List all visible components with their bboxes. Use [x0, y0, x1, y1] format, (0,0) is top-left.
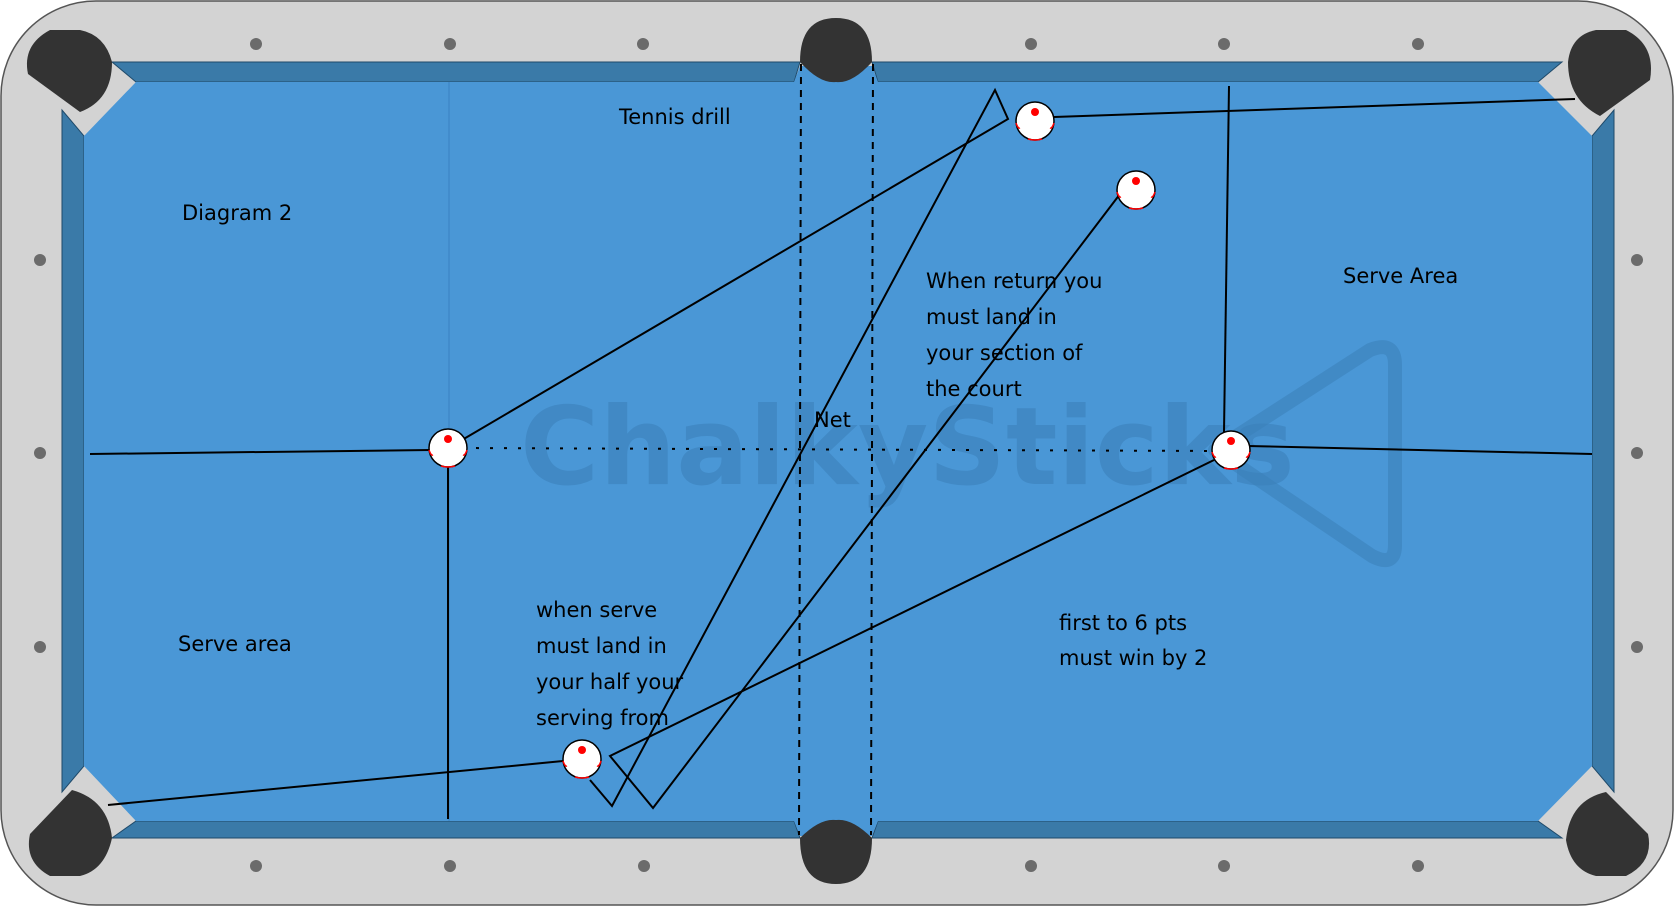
note-serve-line-1: when serve	[536, 598, 657, 622]
diamond-top-4	[1025, 38, 1037, 50]
shot-path-return	[608, 193, 1215, 810]
table-cloth	[84, 66, 1592, 836]
diamond-bottom-5	[1218, 860, 1230, 872]
diamond-left-2	[34, 447, 46, 459]
pocket-bottom-right	[1566, 792, 1650, 876]
diamond-right-3	[1631, 641, 1643, 653]
note-serve-line-4: serving from	[536, 706, 669, 730]
watermark-text: ChalkySticks	[520, 385, 1295, 510]
cushion-top-left	[110, 61, 801, 83]
zone-label-left-serve: Serve area	[178, 632, 292, 656]
note-return-line-4: the court	[926, 377, 1022, 401]
net-line-right	[870, 63, 874, 836]
diamond-right-1	[1631, 254, 1643, 266]
shot-path-serve	[461, 87, 1010, 808]
ball-right-center	[1211, 430, 1251, 470]
diamond-top-6	[1412, 38, 1424, 50]
cushion-left	[61, 108, 85, 794]
diamond-top-5	[1218, 38, 1230, 50]
net-line-left	[798, 63, 802, 836]
left-baseline-segment	[89, 449, 431, 455]
diamond-bottom-1	[250, 860, 262, 872]
ball-bottom-left	[562, 739, 602, 779]
diamond-top-1	[250, 38, 262, 50]
ball-top-near-net	[1015, 101, 1055, 141]
diamond-right-2	[1631, 447, 1643, 459]
pocket-bottom-left	[28, 790, 112, 876]
diagram-label: Diagram 2	[182, 201, 292, 225]
pocket-bottom-middle	[800, 819, 872, 884]
note-return-line-1: When return you	[926, 269, 1102, 293]
bottom-left-line	[107, 760, 564, 806]
note-return-line-2: must land in	[926, 305, 1057, 329]
top-right-line	[1053, 98, 1576, 118]
pocket-top-middle	[800, 18, 872, 83]
diamonds	[34, 38, 1643, 872]
diamond-top-3	[637, 38, 649, 50]
note-scoring-line-2: must win by 2	[1059, 646, 1207, 670]
diamond-bottom-2	[444, 860, 456, 872]
diamond-left-3	[34, 641, 46, 653]
diamond-bottom-3	[638, 860, 650, 872]
cushion-bottom-left	[110, 820, 801, 839]
diamond-top-2	[444, 38, 456, 50]
right-service-line	[1223, 85, 1230, 433]
note-serve-line-2: must land in	[536, 634, 667, 658]
right-baseline-segment	[1247, 445, 1593, 455]
ball-left-center	[428, 428, 468, 468]
net-label: Net	[814, 408, 851, 432]
diamond-bottom-4	[1025, 860, 1037, 872]
rack-triangle-watermark	[1208, 340, 1402, 568]
ball-upper-right	[1116, 170, 1156, 210]
pocket-top-right	[1568, 30, 1651, 116]
note-scoring-line-1: first to 6 pts	[1059, 611, 1187, 635]
pocket-top-left	[26, 30, 112, 112]
diamond-left-1	[34, 254, 46, 266]
note-return-line-3: your section of	[926, 341, 1083, 365]
cushion-right	[1591, 108, 1615, 794]
diagram-title: Tennis drill	[618, 105, 731, 129]
note-serve-line-3: your half your	[536, 670, 684, 694]
diamond-bottom-6	[1412, 860, 1424, 872]
zone-label-right-serve: Serve Area	[1343, 264, 1458, 288]
cushion-top-right	[871, 61, 1564, 83]
cushion-bottom-right	[871, 820, 1564, 839]
